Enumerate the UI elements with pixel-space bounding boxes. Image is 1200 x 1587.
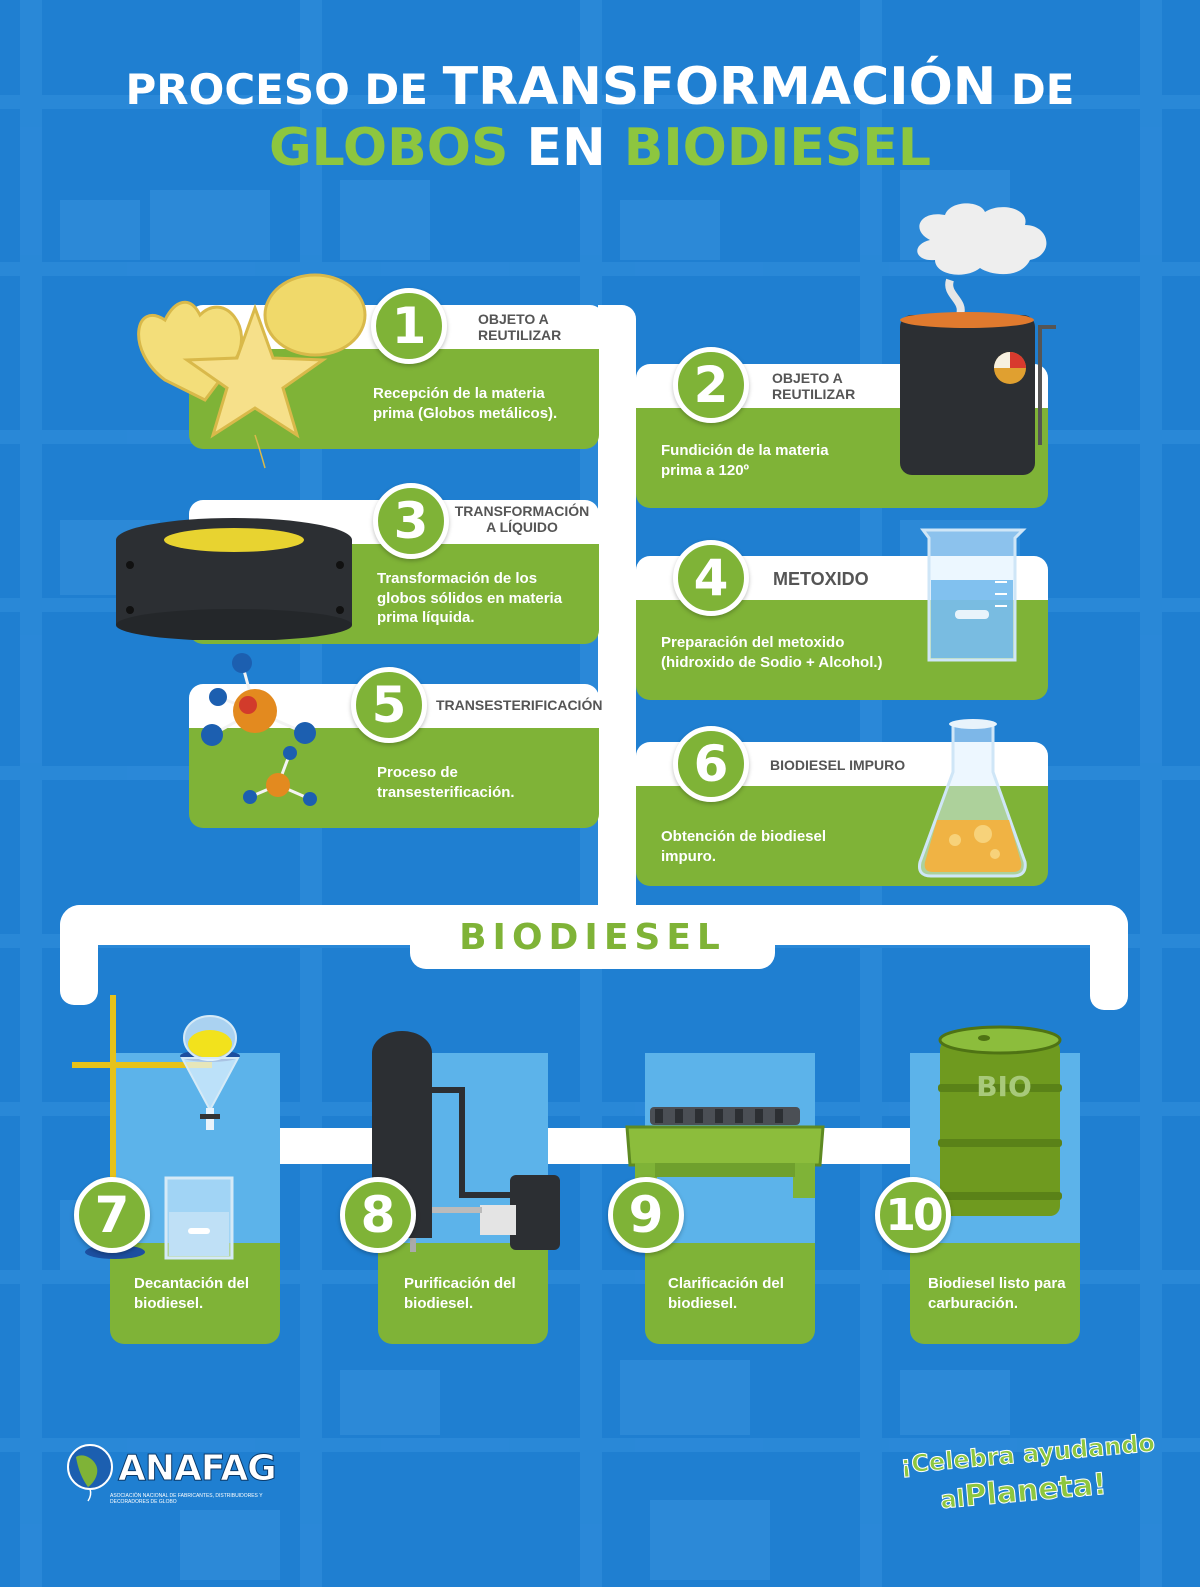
connector-pipe <box>60 905 98 1005</box>
step-number: 2 <box>673 347 749 423</box>
barrel-label: BIO <box>976 1070 1032 1103</box>
step-number: 1 <box>371 288 447 364</box>
step-number: 3 <box>373 483 449 559</box>
card-grass <box>378 1243 548 1344</box>
step-description: Proceso de transesterificación. <box>377 764 515 801</box>
card-grass <box>910 1243 1080 1344</box>
step-description: Recepción de la materia prima (Globos me… <box>373 385 558 422</box>
connector-pipe <box>598 305 636 915</box>
step-card <box>189 728 599 828</box>
card-grass <box>645 1243 815 1344</box>
step-description: Biodiesel listo para carburación. <box>928 1275 1066 1312</box>
bio-barrel-icon: BIO <box>938 1025 1062 1216</box>
step-number: 7 <box>74 1177 150 1253</box>
page-title: PROCESO DE TRANSFORMACIÓN DE GLOBOS EN B… <box>0 60 1200 175</box>
step-label: METOXIDO <box>773 569 869 589</box>
step-description: Decantación del biodiesel. <box>134 1275 250 1312</box>
step-description: Clarificación del biodiesel. <box>668 1275 784 1312</box>
step-label: OBJETO A REUTILIZAR <box>772 370 856 403</box>
anafag-subtitle: ASOCIACIÓN NACIONAL DE FABRICANTES, DIST… <box>110 1493 263 1505</box>
step-number: 5 <box>351 667 427 743</box>
biodiesel-banner: BIODIESEL <box>410 905 775 969</box>
step-label: OBJETO A REUTILIZAR <box>478 311 562 344</box>
step-number: 10 <box>875 1177 951 1253</box>
melting-tank-icon <box>900 203 1056 475</box>
step-label: BIODIESEL IMPURO <box>770 757 906 773</box>
title-part: GLOBOS <box>268 117 509 178</box>
connector-pipe <box>270 1128 930 1164</box>
separatory-funnel-icon <box>72 995 240 1260</box>
card-grass <box>110 1243 280 1344</box>
step-description: Fundición de la materia prima a 120º <box>661 442 829 479</box>
beaker-icon <box>920 528 1027 662</box>
step-description: Purificación del biodiesel. <box>404 1275 516 1312</box>
title-part: DE <box>996 65 1075 114</box>
step-description: Transformación de los globos sólidos en … <box>377 570 563 626</box>
title-part: BIODIESEL <box>623 117 932 178</box>
step-number: 8 <box>340 1177 416 1253</box>
flask-icon <box>918 719 1027 878</box>
step-number: 9 <box>608 1177 684 1253</box>
step-number: 4 <box>673 540 749 616</box>
connector-pipe <box>1090 905 1128 1010</box>
step-description: Obtención de biodiesel impuro. <box>661 828 827 865</box>
step-number: 6 <box>673 726 749 802</box>
anafag-logo: ANAFAG <box>118 1448 278 1490</box>
balloons-icon <box>137 273 367 469</box>
anafag-globe-logo <box>67 1444 113 1502</box>
liquid-tank-icon <box>116 518 352 640</box>
title-part: TRANSFORMACIÓN <box>442 57 997 117</box>
title-part: PROCESO DE <box>125 65 443 114</box>
molecule-icon <box>201 653 317 806</box>
title-part: EN <box>508 117 624 178</box>
step-label: TRANSFORMACIÓN A LÍQUIDO <box>454 503 590 536</box>
slogan-al: al <box>939 1484 967 1515</box>
step-description: Preparación del metoxido (hidroxido de S… <box>661 634 883 671</box>
step-label: TRANSESTERIFICACIÓN <box>436 697 603 713</box>
